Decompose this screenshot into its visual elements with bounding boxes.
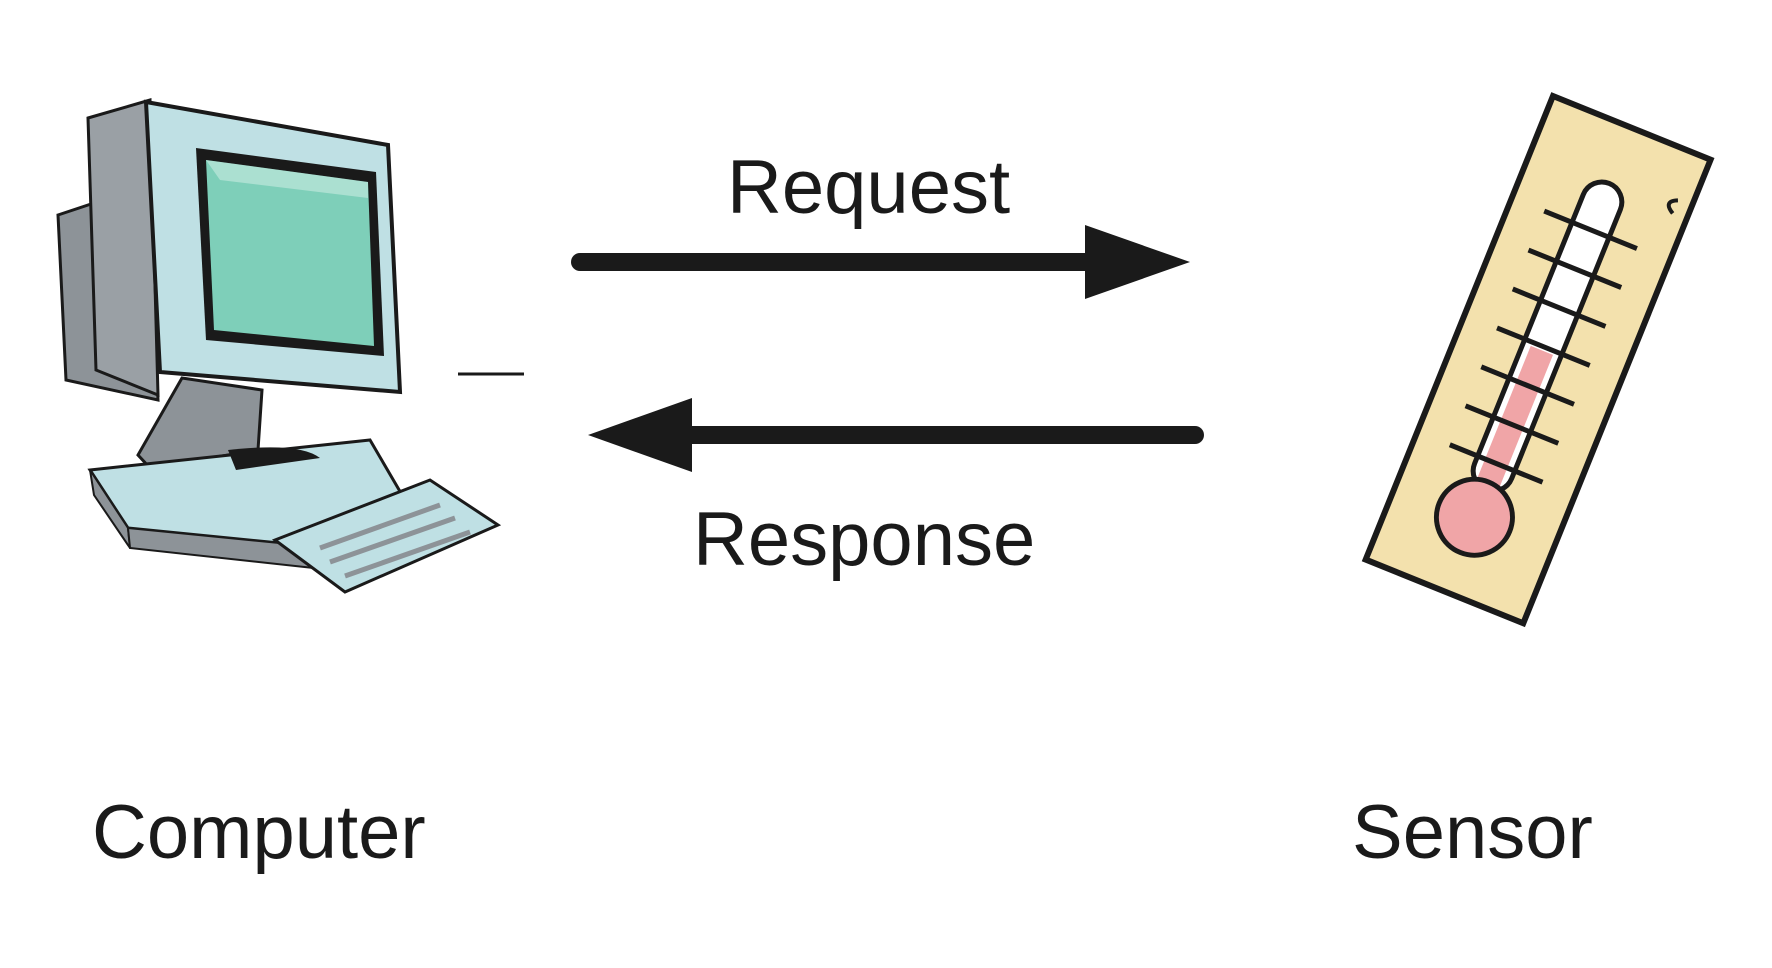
thermometer-icon <box>1361 92 1715 628</box>
computer-label: Computer <box>92 790 426 875</box>
response-arrow <box>588 398 1204 472</box>
sensor-label: Sensor <box>1352 790 1593 875</box>
request-label: Request <box>727 145 1011 230</box>
computer-icon <box>56 98 524 594</box>
response-label: Response <box>693 497 1036 582</box>
request-arrow <box>571 225 1190 299</box>
